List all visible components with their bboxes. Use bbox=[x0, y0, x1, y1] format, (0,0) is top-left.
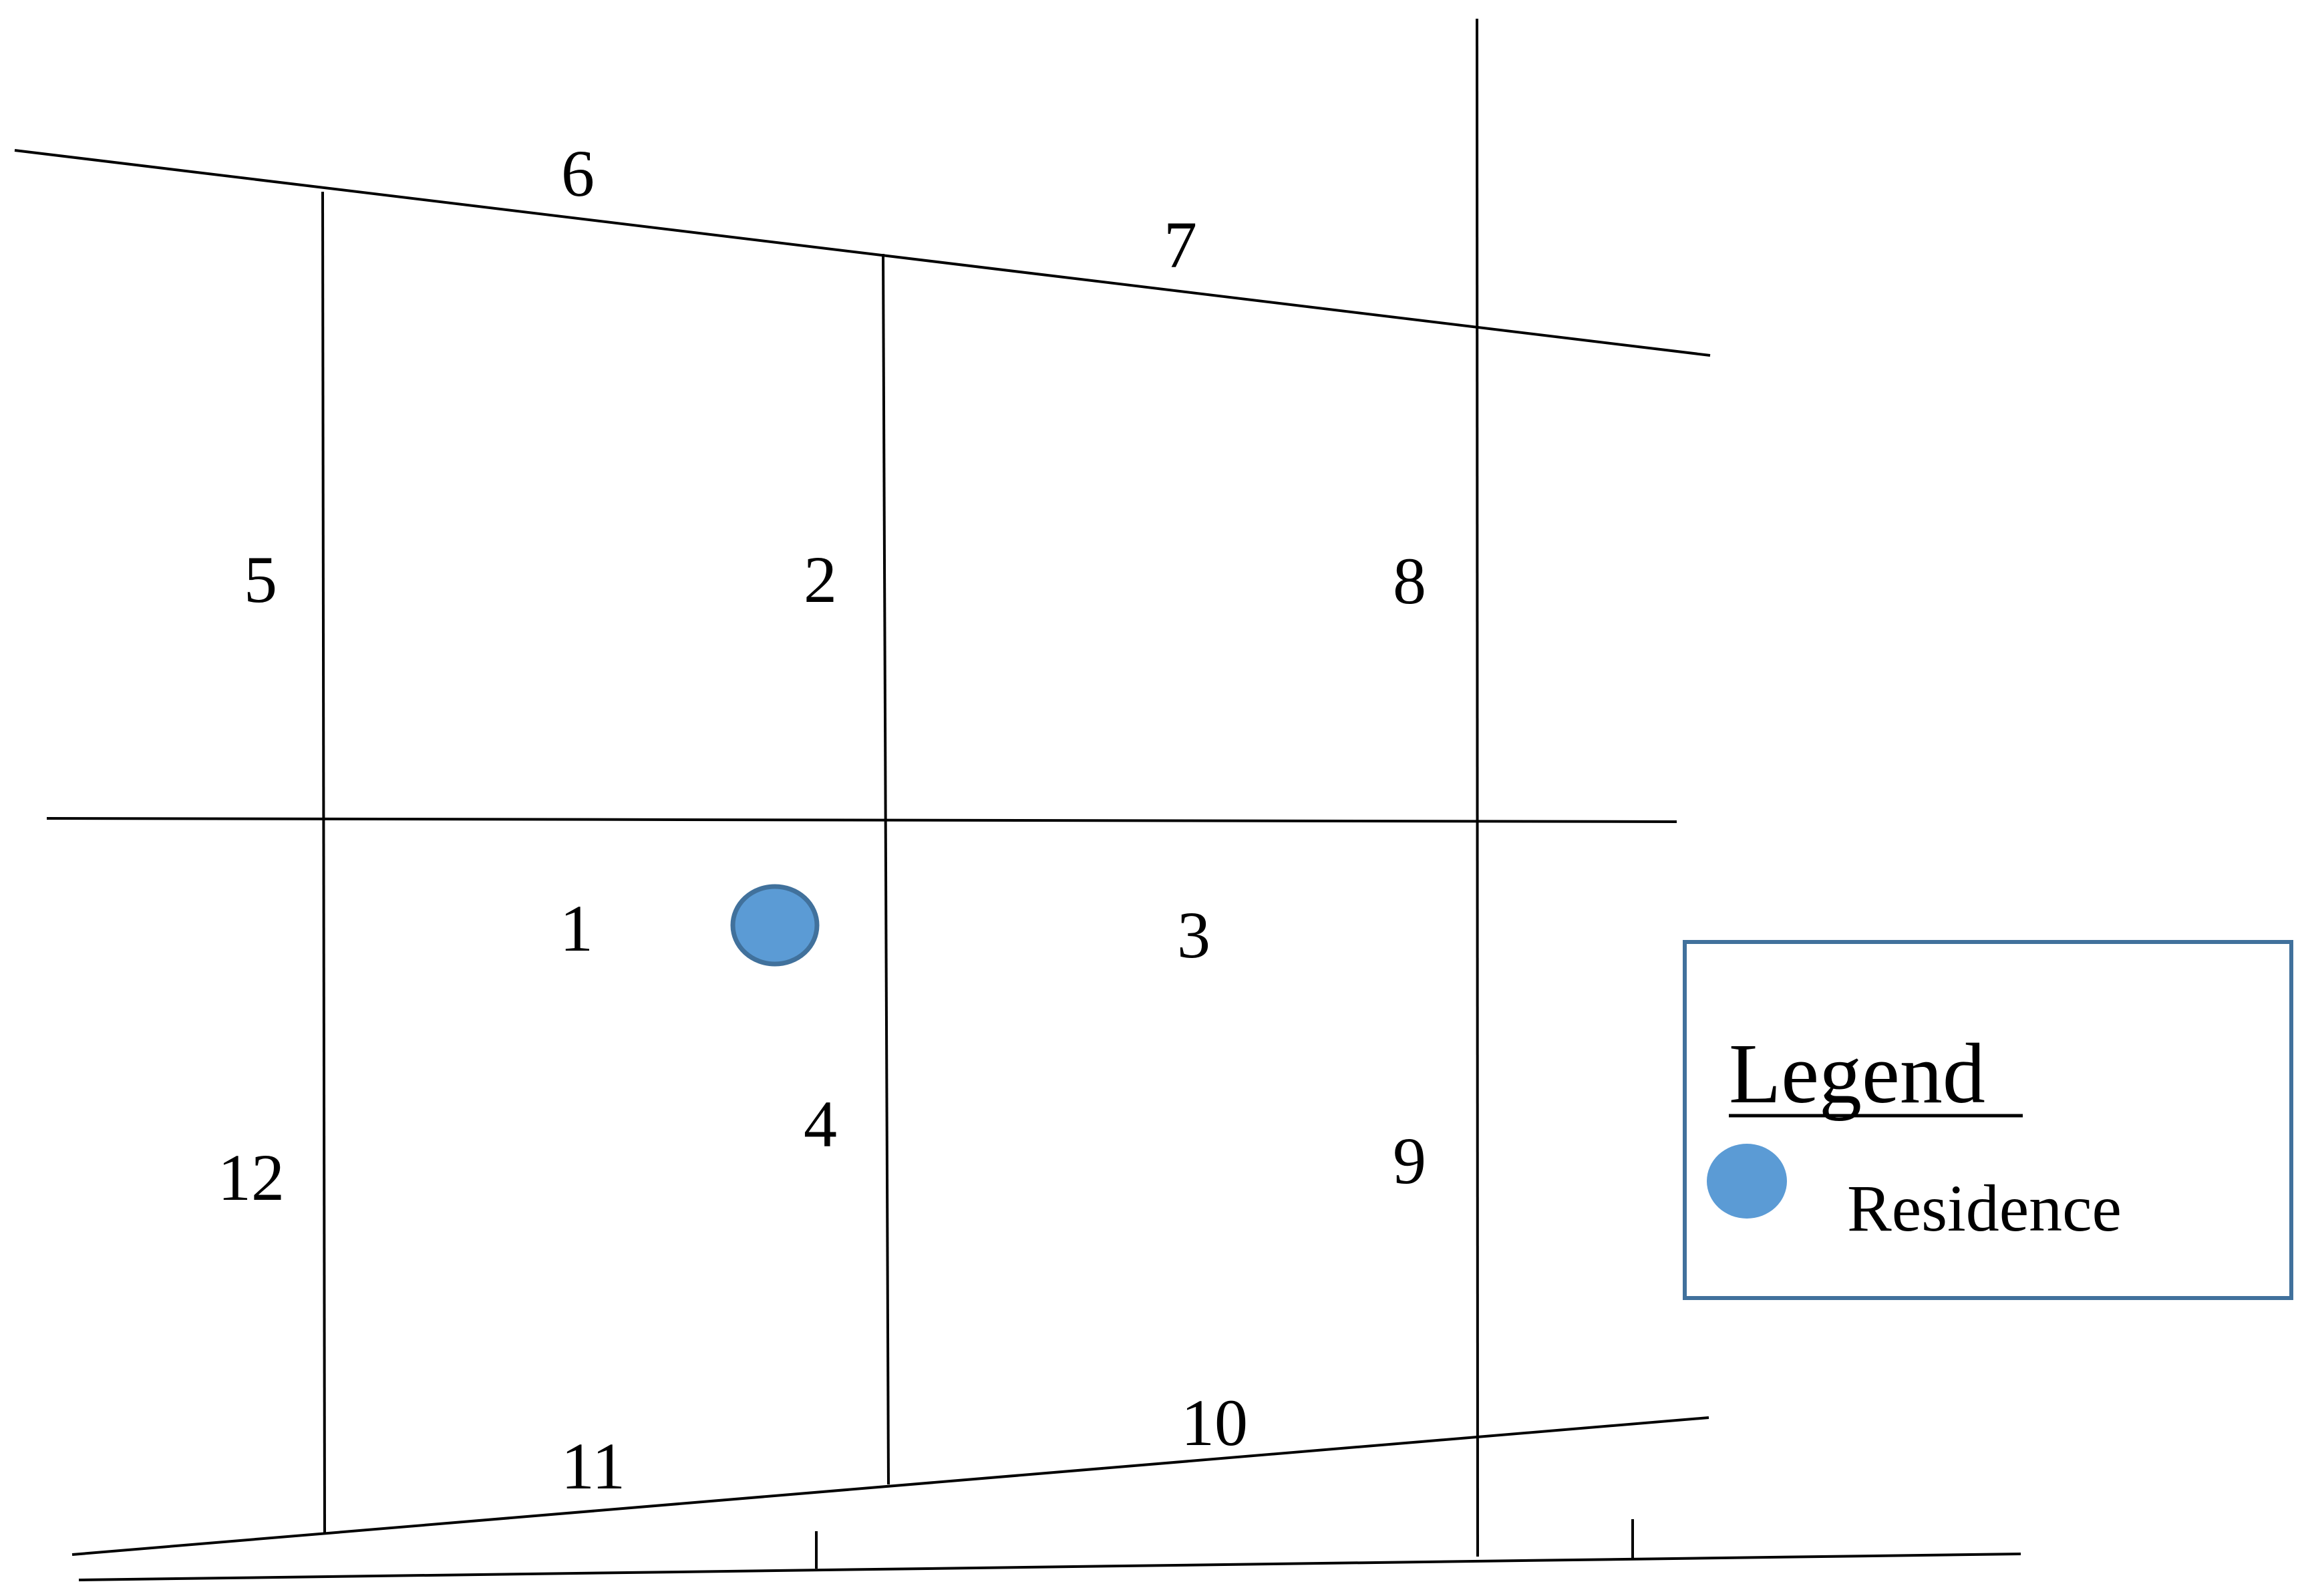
segment-label-6: 6 bbox=[561, 136, 595, 210]
segment-label-2: 2 bbox=[804, 542, 837, 617]
legend: Legend Residence bbox=[1683, 940, 2293, 1300]
segment-label-9: 9 bbox=[1393, 1124, 1426, 1198]
segment-label-10: 10 bbox=[1181, 1386, 1248, 1460]
road-bottom-slanted bbox=[71, 1416, 1709, 1556]
segment-label-11: 11 bbox=[561, 1429, 625, 1503]
road-middle-horizontal bbox=[46, 817, 1677, 823]
segment-label-1: 1 bbox=[560, 891, 593, 965]
segment-label-4: 4 bbox=[804, 1087, 837, 1161]
segment-labels: 1 2 3 4 5 6 7 8 9 10 11 12 bbox=[218, 136, 1426, 1503]
segment-label-8: 8 bbox=[1393, 544, 1426, 618]
legend-title: Legend bbox=[1729, 1026, 1985, 1121]
segment-label-12: 12 bbox=[218, 1140, 285, 1215]
road-top-slanted bbox=[14, 149, 1711, 357]
road-right-vertical bbox=[1476, 18, 1479, 1557]
segment-label-3: 3 bbox=[1177, 898, 1210, 972]
residence-marker bbox=[730, 884, 820, 967]
segment-label-5: 5 bbox=[244, 542, 277, 617]
road-left-vertical bbox=[321, 191, 326, 1534]
legend-box bbox=[1683, 940, 2293, 1300]
legend-residence-label: Residence bbox=[1847, 1171, 2122, 1245]
legend-residence-icon bbox=[1707, 1144, 1787, 1219]
road-bottom-baseline bbox=[78, 1553, 2021, 1581]
road-center-vertical bbox=[882, 253, 890, 1485]
segment-label-7: 7 bbox=[1164, 208, 1197, 282]
road-lines bbox=[14, 18, 2021, 1581]
